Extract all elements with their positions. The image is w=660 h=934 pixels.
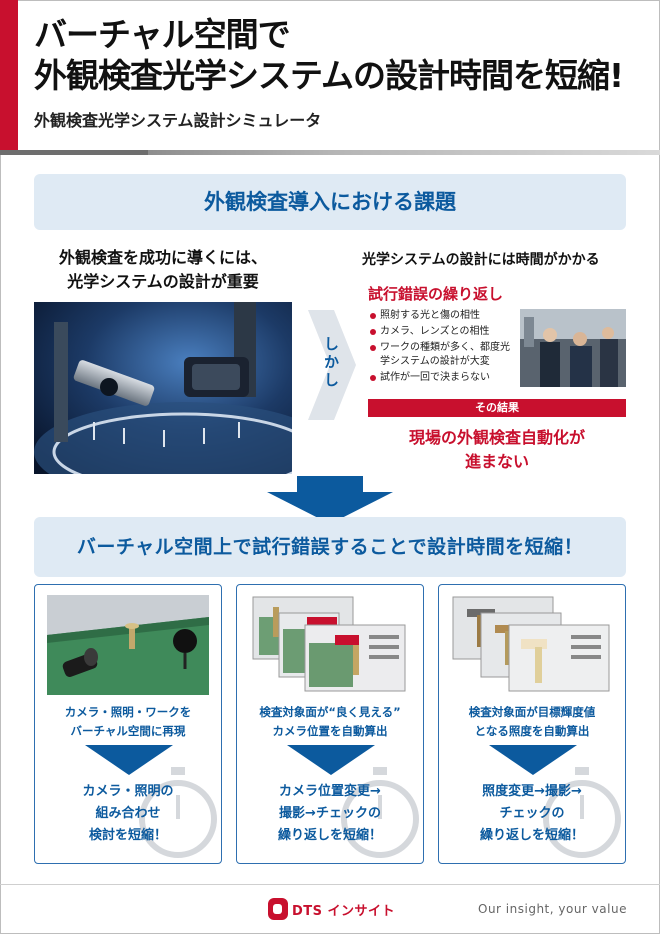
stopwatch-icon (341, 767, 419, 858)
title-line-2: 外観検査光学システムの設計時間を短縮! (34, 56, 624, 95)
challenge-banner: 外観検査導入における課題 (34, 174, 626, 230)
company-logo-text: DTS インサイト (292, 904, 396, 919)
card-benefit-line-2: 組み合わせ (95, 806, 161, 821)
feature-card-virtual-space: カメラ・照明・ワークを バーチャル空間に再現 カメラ・照明の 組み合わせ 検討を… (34, 584, 222, 864)
down-triangle-icon (85, 745, 173, 775)
card-caption-line-2: バーチャル空間に再現 (70, 724, 186, 738)
dts-logo-icon (268, 898, 288, 920)
feature-card-illuminance: 検査対象面が目標輝度値 となる照度を自動算出 照度変更→撮影→ チェックの 繰り… (438, 584, 626, 864)
header-divider-dark (0, 150, 148, 155)
card-benefit-line-1: カメラ・照明の (82, 784, 174, 799)
camera-position-illustration (252, 596, 406, 692)
result-label: その結果 (368, 399, 626, 417)
issue-list: 照射する光と傷の相性 カメラ、レンズとの相性 ワークの種類が多く、都度光学システ… (370, 309, 518, 387)
card-benefit-line-3: 繰り返しを短縮！ (277, 828, 382, 843)
result-message-line-2: 進まない (464, 452, 529, 471)
virtual-space-illustration (47, 595, 209, 695)
card-caption-line-2: カメラ位置を自動算出 (272, 724, 388, 738)
importance-heading: 外観検査を成功に導くには、 光学システムの設計が重要 (34, 246, 292, 294)
card-benefit: カメラ位置変更→ 撮影→チェックの 繰り返しを短縮！ (243, 781, 417, 847)
camera-position-screens (249, 595, 411, 695)
down-triangle-icon (489, 745, 577, 775)
card-benefit: 照度変更→撮影→ チェックの 繰り返しを短縮！ (445, 781, 619, 847)
footer-divider (0, 884, 660, 885)
card-benefit-line-1: カメラ位置変更→ (279, 784, 381, 799)
card-benefit-line-2: チェックの (499, 806, 565, 821)
page-title: バーチャル空間で 外観検査光学システムの設計時間を短縮! (34, 14, 644, 96)
card-benefit-line-1: 照度変更→撮影→ (482, 784, 582, 799)
factory-workers-photo (520, 309, 626, 387)
page-subtitle: 外観検査光学システム設計シミュレータ (34, 111, 322, 130)
importance-heading-line-2: 光学システムの設計が重要 (67, 272, 259, 291)
down-triangle-icon (287, 745, 375, 775)
card-caption: カメラ・照明・ワークを バーチャル空間に再現 (41, 703, 215, 741)
card-caption-line-2: となる照度を自動算出 (474, 724, 590, 738)
trial-error-heading: 試行錯誤の繰り返し (368, 285, 504, 303)
down-arrow-icon (267, 476, 393, 524)
card-benefit: カメラ・照明の 組み合わせ 検討を短縮！ (41, 781, 215, 847)
list-item: カメラ、レンズとの相性 (370, 325, 518, 339)
virtual-space-render (47, 595, 209, 695)
card-caption-line-1: 検査対象面が“良く見える” (259, 705, 401, 719)
tagline: Our insight, your value (478, 902, 627, 916)
however-chevron (308, 310, 356, 420)
title-line-1: バーチャル空間で (34, 15, 291, 54)
card-benefit-line-2: 撮影→チェックの (279, 806, 381, 821)
card-benefit-line-3: 繰り返しを短縮！ (479, 828, 584, 843)
solution-banner: バーチャル空間上で試行錯誤することで設計時間を短縮！ (34, 517, 626, 577)
however-label: しかし (322, 336, 340, 390)
result-message: 現場の外観検査自動化が 進まない (368, 426, 626, 474)
header: バーチャル空間で 外観検査光学システムの設計時間を短縮! 外観検査光学システム設… (0, 0, 660, 155)
feature-card-camera-position: 検査対象面が“良く見える” カメラ位置を自動算出 カメラ位置変更→ 撮影→チェッ… (236, 584, 424, 864)
list-item: 照射する光と傷の相性 (370, 309, 518, 323)
importance-heading-line-1: 外観検査を成功に導くには、 (58, 248, 267, 267)
list-item: ワークの種類が多く、都度光学システムの設計が大変 (370, 341, 518, 369)
result-message-line-1: 現場の外観検査自動化が (408, 428, 585, 447)
card-caption: 検査対象面が“良く見える” カメラ位置を自動算出 (243, 703, 417, 741)
header-divider (0, 150, 660, 155)
card-caption-line-1: 検査対象面が目標輝度値 (468, 705, 596, 719)
inspection-equipment-photo (34, 302, 292, 474)
illuminance-screens (451, 595, 613, 695)
illuminance-illustration (452, 596, 610, 692)
stopwatch-icon (543, 767, 621, 858)
card-benefit-line-3: 検討を短縮！ (88, 828, 167, 843)
list-item: 試作が一回で決まらない (370, 371, 518, 385)
inspection-equipment-illustration (34, 302, 292, 474)
card-caption-line-1: カメラ・照明・ワークを (64, 705, 192, 719)
time-heading: 光学システムの設計には時間がかかる (362, 252, 600, 268)
card-caption: 検査対象面が目標輝度値 となる照度を自動算出 (445, 703, 619, 741)
factory-workers-illustration (520, 309, 626, 387)
stopwatch-icon (139, 767, 217, 858)
header-accent-bar (0, 0, 18, 152)
